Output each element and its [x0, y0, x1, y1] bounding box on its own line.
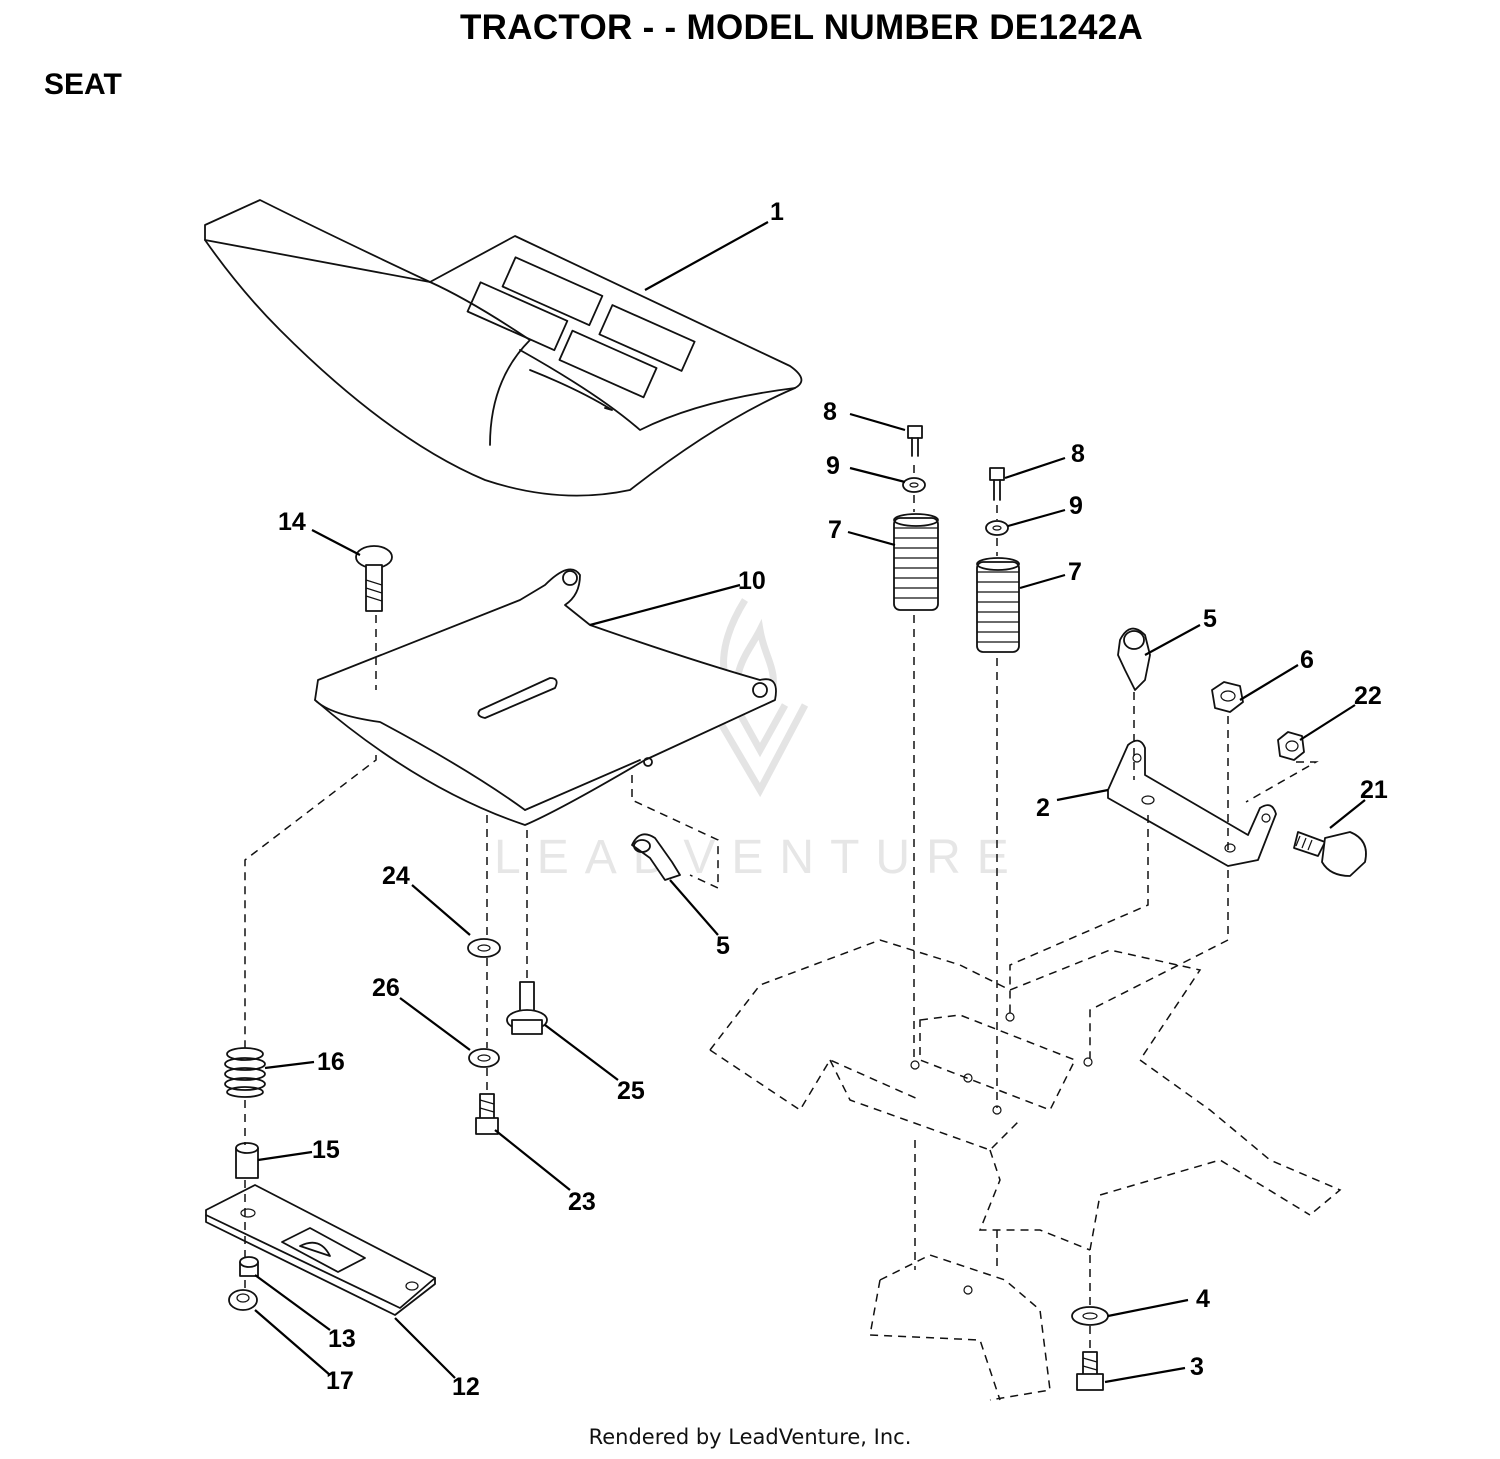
callout-9-left: 9 [826, 452, 840, 480]
page-title: TRACTOR - - MODEL NUMBER DE1242A [460, 8, 1144, 47]
washer-4-part [1071, 1306, 1109, 1326]
hex-nut-13-part [239, 1256, 259, 1277]
lock-nut-6-part [1211, 681, 1244, 713]
callout-5-right: 5 [1203, 605, 1217, 633]
bolt-8-left-part [907, 425, 923, 457]
flat-washer-24-part [467, 938, 501, 958]
shoulder-bolt-part [506, 981, 548, 1035]
flat-washer-26-part [468, 1048, 500, 1068]
tractor-frame-outline [709, 939, 1342, 1401]
footer-credit: Rendered by LeadVenture, Inc. [588, 1425, 912, 1449]
seat-pan-part [314, 568, 777, 826]
callout-17: 17 [326, 1367, 354, 1395]
seat-bracket-part [205, 1184, 436, 1316]
callout-8-right: 8 [1071, 440, 1085, 468]
callout-25: 25 [617, 1077, 645, 1105]
callout-7-left: 7 [828, 516, 842, 544]
callout-1: 1 [770, 198, 784, 226]
seat-clip-left-part [631, 833, 681, 881]
washer-9-left-part [902, 477, 926, 493]
spring-7-left-part [893, 513, 939, 611]
hex-bolt-3-part [1076, 1351, 1104, 1391]
callout-9-right: 9 [1069, 492, 1083, 520]
callout-leaders [254, 221, 1366, 1384]
seat-hinge-bracket-part [1107, 739, 1277, 867]
section-heading: SEAT [44, 68, 122, 101]
watermark-text: LEADVENTURE [494, 831, 1025, 884]
callout-13: 13 [328, 1325, 356, 1353]
callout-5-left: 5 [716, 932, 730, 960]
spacer-part [235, 1142, 259, 1179]
seat-part [204, 199, 803, 497]
callout-14: 14 [278, 508, 306, 536]
callout-24: 24 [382, 862, 410, 890]
leadventure-logo-watermark [706, 598, 809, 798]
callout-8-left: 8 [823, 398, 837, 426]
compression-spring-part [224, 1047, 266, 1098]
callout-12: 12 [452, 1373, 480, 1401]
callout-15: 15 [312, 1136, 340, 1164]
callout-21: 21 [1360, 776, 1388, 804]
callout-22: 22 [1354, 682, 1382, 710]
assembly-lines [244, 465, 1319, 1350]
flange-nut-17-part [228, 1289, 258, 1311]
callout-7-right: 7 [1068, 558, 1082, 586]
callout-numbers: 1 2 3 4 5 5 6 7 7 8 8 9 9 10 12 13 14 15… [278, 198, 1388, 1401]
hex-bolt-23-part [475, 1093, 499, 1135]
washer-9-right-part [985, 520, 1009, 536]
callout-3: 3 [1190, 1353, 1204, 1381]
callout-16: 16 [317, 1048, 345, 1076]
callout-2: 2 [1036, 794, 1050, 822]
callout-10: 10 [738, 567, 766, 595]
bolt-8-right-part [989, 467, 1005, 501]
callout-4: 4 [1196, 1285, 1210, 1313]
callout-6: 6 [1300, 646, 1314, 674]
shoulder-bolt-21-part [1293, 831, 1367, 877]
callout-23: 23 [568, 1188, 596, 1216]
spring-7-right-part [976, 557, 1020, 653]
seat-clip-right-part [1117, 627, 1151, 691]
carriage-bolt-part [355, 545, 393, 612]
hex-nut-22-part [1277, 731, 1305, 761]
callout-26: 26 [372, 974, 400, 1002]
